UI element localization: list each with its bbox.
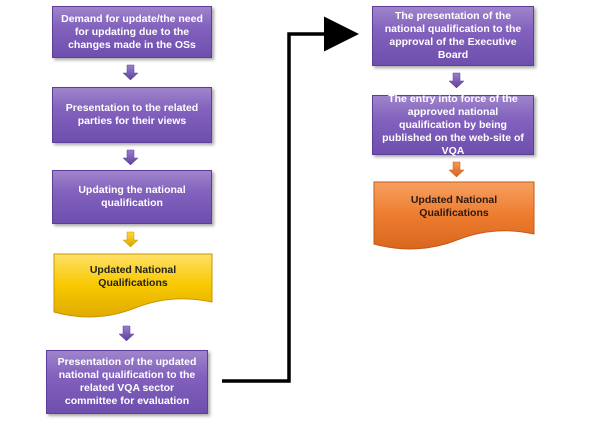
arrow-down-4 [118, 325, 135, 342]
step-entry-into-force: The entry into force of the approved nat… [372, 92, 534, 157]
arrow-down-2 [122, 149, 139, 166]
step-sector-committee-evaluation: Presentation of the updated national qua… [46, 350, 208, 414]
step-presentation-to-parties-label: Presentation to the related parties for … [65, 102, 199, 127]
document-orange-label: Updated National Qualifications [376, 192, 532, 222]
arrow-down-1 [122, 64, 139, 81]
step-sector-committee-evaluation-label: Presentation of the updated national qua… [57, 356, 197, 407]
document-updated-national-qualifications-orange [373, 181, 535, 250]
document-orange-text: Updated National Qualifications [410, 194, 498, 219]
arrow-down-6 [448, 161, 465, 178]
step-updating-qualification: Updating the national qualification [52, 170, 212, 224]
step-updating-qualification-label: Updating the national qualification [78, 184, 186, 209]
arrow-down-5 [448, 72, 465, 89]
document-updated-national-qualifications-yellow [53, 253, 213, 318]
step-demand-for-update-label: Demand for update/the need for updating … [61, 12, 203, 51]
step-entry-into-force-label: The entry into force of the approved nat… [382, 92, 524, 157]
connector-arrow [222, 16, 359, 383]
step-demand-for-update: Demand for update/the need for updating … [52, 6, 212, 58]
arrow-down-3 [122, 231, 139, 248]
step-executive-board-approval-label: The presentation of the national qualifi… [384, 10, 522, 61]
step-executive-board-approval: The presentation of the national qualifi… [372, 6, 534, 66]
step-presentation-to-parties: Presentation to the related parties for … [52, 87, 212, 143]
document-yellow-text: Updated National Qualifications [89, 264, 177, 289]
document-yellow-label: Updated National Qualifications [56, 262, 210, 292]
